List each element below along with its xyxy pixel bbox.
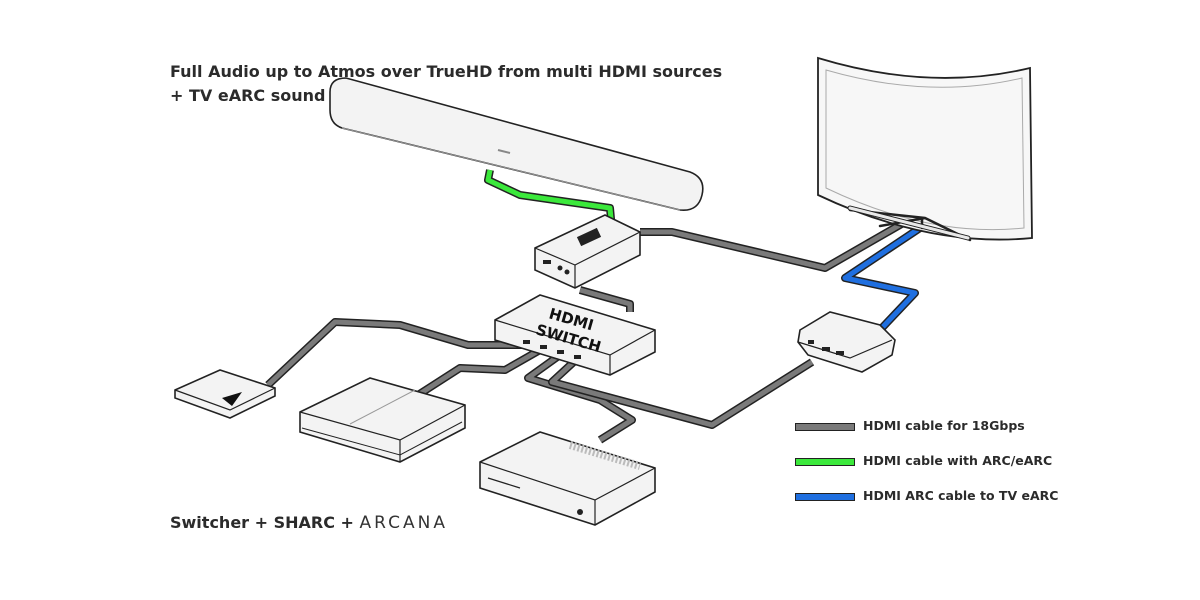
legend-label-arc-earc: HDMI cable with ARC/eARC xyxy=(863,453,1053,468)
sharc-box xyxy=(534,214,641,289)
arcana-box xyxy=(797,311,896,373)
cables xyxy=(265,169,923,444)
footer-caption: Switcher + SHARC + ARCANA xyxy=(170,513,448,533)
legend-label-arc-to-tv: HDMI ARC cable to TV eARC xyxy=(863,488,1059,503)
footer-prefix: Switcher + SHARC + xyxy=(170,513,360,532)
soundbar xyxy=(329,77,704,212)
game-console-1 xyxy=(299,377,466,463)
headline: Full Audio up to Atmos over TrueHD from … xyxy=(170,60,722,108)
cable-switch-to-tablet xyxy=(265,318,525,388)
hdmi-switch: HDMI SWITCH xyxy=(494,294,656,376)
footer-brand-logo: ARCANA xyxy=(359,513,448,533)
legend-swatch-hdmi-18gbps xyxy=(795,423,855,431)
legend-swatch-arc-earc xyxy=(795,458,855,466)
game-console-2 xyxy=(479,431,656,526)
legend-label-hdmi-18gbps: HDMI cable for 18Gbps xyxy=(863,418,1025,433)
tablet xyxy=(174,369,276,419)
cable-switch-to-console-1 xyxy=(415,346,542,399)
curved-tv xyxy=(817,56,1033,242)
headline-line-2: + TV eARC sound xyxy=(170,86,326,105)
headline-line-1: Full Audio up to Atmos over TrueHD from … xyxy=(170,62,723,81)
legend-swatch-arc-to-tv xyxy=(795,493,855,501)
